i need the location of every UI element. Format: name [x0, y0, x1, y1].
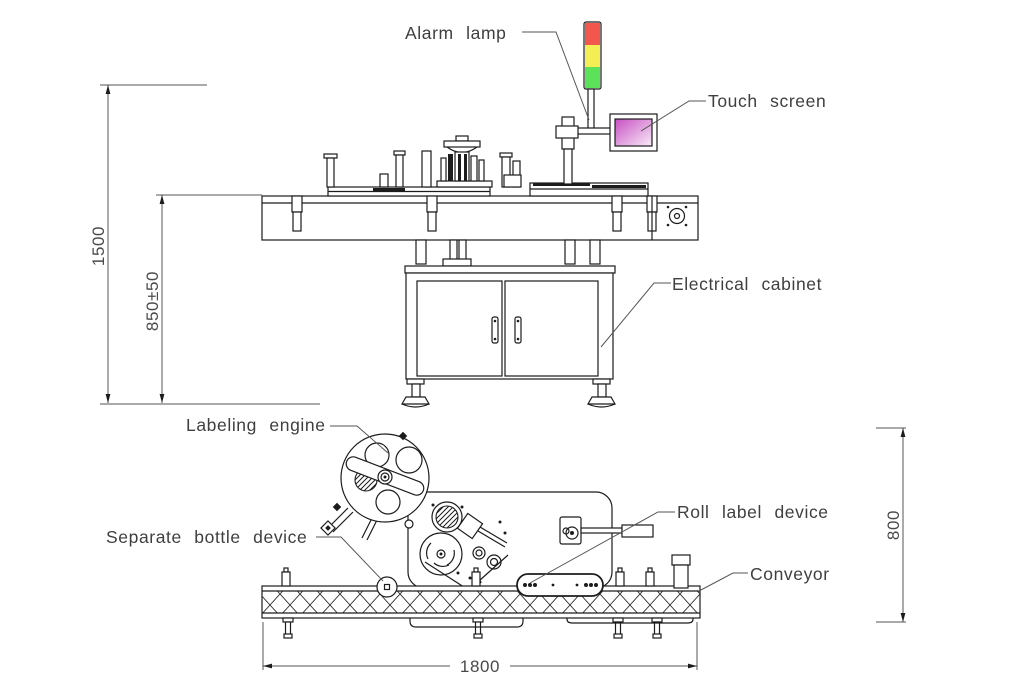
machine-plate-plan	[404, 491, 654, 590]
alarm-lamp	[583, 21, 602, 130]
labeling-mechanism	[404, 501, 509, 590]
label-alarm-lamp: Alarm lamp	[405, 23, 507, 43]
electrical-cabinet	[400, 239, 617, 408]
cabinet-door-left	[416, 280, 503, 377]
label-conveyor: Conveyor	[750, 564, 830, 584]
roll-label-device	[516, 573, 604, 597]
dimension-working-height: 850±50	[143, 194, 262, 403]
conveyor-legs	[282, 617, 663, 639]
label-touch-screen: Touch screen	[708, 91, 826, 111]
callouts: Alarm lamp Touch screen Electrical cabin…	[106, 23, 830, 592]
dimension-machine-depth: 800	[876, 427, 906, 623]
dim-800-text: 800	[884, 510, 903, 540]
machine-table	[261, 135, 699, 241]
alarm-lamp-green	[585, 67, 600, 88]
labeling-engine-reel	[320, 431, 430, 541]
alarm-lamp-yellow	[585, 45, 600, 67]
door-handles	[491, 316, 522, 344]
dimension-machine-length: 1800	[262, 622, 698, 676]
drive-flange	[651, 196, 688, 240]
label-roll-label-device: Roll label device	[677, 502, 829, 522]
touch-screen-display	[614, 118, 653, 147]
labeling-head-side	[323, 135, 522, 188]
separate-bottle-device	[376, 576, 398, 598]
guide-bolts	[281, 567, 655, 587]
label-separate-bottle-device: Separate bottle device	[106, 527, 307, 547]
bottle	[671, 554, 691, 589]
cabinet-feet	[400, 378, 617, 408]
dim-1800-text: 1800	[460, 657, 500, 676]
touch-screen	[609, 113, 658, 152]
label-labeling-engine: Labeling engine	[186, 415, 326, 435]
dim-850-text: 850±50	[143, 271, 162, 331]
dim-1500-text: 1500	[89, 226, 108, 266]
label-electrical-cabinet: Electrical cabinet	[672, 274, 822, 294]
screen-mast	[555, 116, 613, 185]
dimension-overall-height: 1500	[89, 84, 320, 405]
alarm-lamp-red	[585, 23, 600, 45]
